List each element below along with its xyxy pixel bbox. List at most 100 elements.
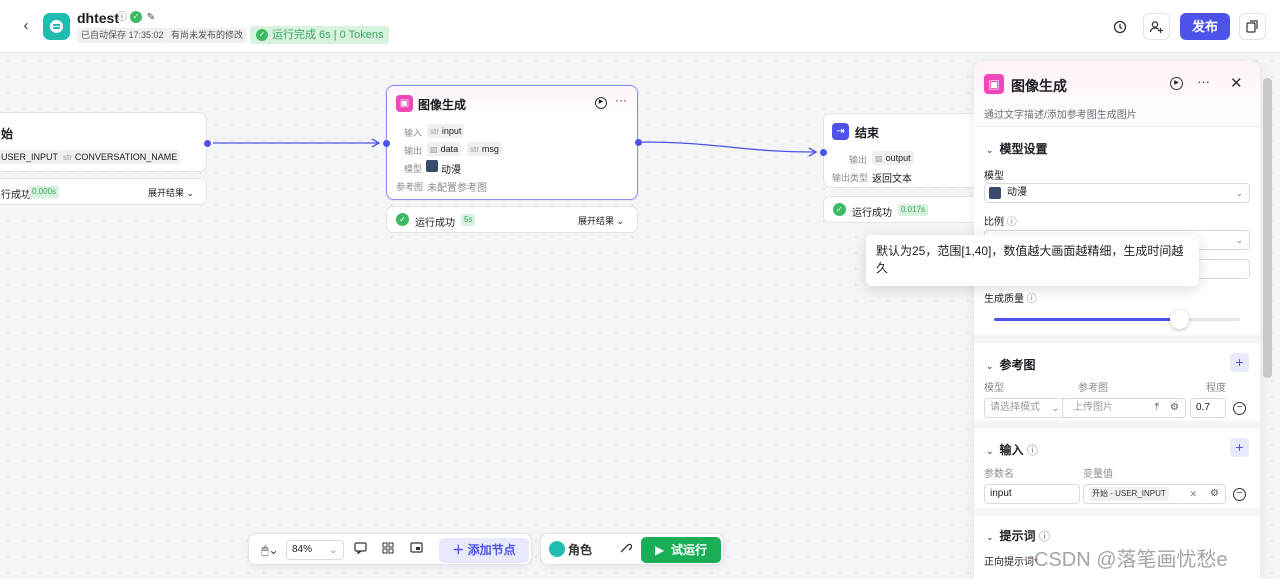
ref-upload-input[interactable]: 上传图片 ⤒⚙ (1062, 398, 1186, 418)
panel-description: 通过文字描述/添加参考图生成图片 (984, 110, 1137, 121)
model-select[interactable]: 动漫⌄ (984, 183, 1250, 203)
chevron-down-icon: ⌄ (986, 446, 994, 456)
success-check-icon: ✓ (256, 29, 268, 41)
quality-tooltip: 默认为25，范围[1,40]，数值越大画面越精细，生成时间越久 (866, 235, 1199, 286)
check-icon: ✓ (130, 11, 142, 23)
end-result-text: 运行成功 (852, 208, 892, 219)
chevron-down-icon: ⌄ (1235, 188, 1243, 198)
end-node[interactable]: ⇥ 结束 输出 ▨output 输出类型 返回文本 (823, 113, 993, 188)
input-section[interactable]: ⌄输入 ⓘ (986, 443, 1038, 457)
role-avatar-icon (549, 541, 565, 557)
mouse-mode-icon[interactable]: 🖱⌄ (261, 543, 279, 557)
expand-results-link[interactable]: 展开结果 ⌄ (578, 216, 625, 226)
chevron-down-icon: ⌄ (986, 361, 994, 371)
end-output-label: 输出 (849, 155, 868, 165)
close-icon[interactable]: ✕ (1230, 75, 1243, 92)
param-name-input[interactable]: input (984, 484, 1080, 504)
app-logo (43, 13, 70, 40)
info-icon: ⓘ (1038, 531, 1050, 543)
image-result-card[interactable]: ✓ 运行成功 5s 展开结果 ⌄ (386, 206, 638, 233)
success-check-icon: ✓ (833, 203, 846, 216)
end-icon: ⇥ (832, 123, 849, 140)
var-value-select[interactable]: 开始 - USER_INPUT ✕ ⚙ (1083, 484, 1226, 504)
upload-icon: ⤒ (1154, 402, 1159, 413)
image-generation-icon: ▣ (396, 95, 413, 112)
end-node-title: 结束 (855, 126, 880, 140)
info-icon[interactable]: ⓘ (117, 12, 127, 23)
history-icon[interactable] (1106, 13, 1133, 40)
plus-icon: ＋ (452, 543, 465, 557)
end-result-time: 0.017s (898, 204, 929, 216)
publish-button[interactable]: 发布 (1180, 13, 1230, 40)
reference-image-value: 未配置参考图 (427, 183, 487, 194)
start-result-text: 行成功 (1, 190, 31, 201)
start-result-card[interactable]: 行成功 0.000s 展开结果 ⌄ (0, 178, 207, 205)
panel-scrollbar[interactable] (1263, 78, 1272, 378)
model-value: 动漫 (441, 165, 461, 176)
add-input-button[interactable]: + (1230, 438, 1249, 457)
zoom-select[interactable]: 84%⌄ (286, 540, 344, 560)
watermark: CSDN @落笔画忧愁e (1034, 549, 1228, 571)
ratio-label: 比例 ⓘ (984, 217, 1017, 228)
copy-icon[interactable] (1239, 13, 1266, 40)
comment-icon[interactable] (350, 538, 370, 562)
remove-reference-icon[interactable]: − (1233, 402, 1246, 415)
end-result-card[interactable]: ✓ 运行成功 0.017s (823, 196, 993, 223)
role-button[interactable]: 角色 (549, 538, 599, 562)
quality-slider-track[interactable] (994, 310, 1240, 329)
model-field-label: 模型 (984, 171, 1004, 182)
ref-model-select[interactable]: 请选择模式⌄ (984, 398, 1066, 418)
play-icon: ▶ (655, 543, 665, 557)
reference-image-section[interactable]: ⌄参考图 (986, 358, 1036, 372)
debug-tools-icon[interactable] (615, 538, 635, 562)
ref-degree-input[interactable]: 0.7 (1190, 398, 1226, 418)
remove-input-icon[interactable]: − (1233, 488, 1246, 501)
expand-results-link[interactable]: 展开结果 ⌄ (148, 188, 195, 198)
start-result-time: 0.000s (29, 186, 60, 198)
chevron-down-icon: ⌄ (1051, 403, 1059, 413)
chevron-down-icon: ⌄ (329, 545, 337, 555)
section-divider (974, 421, 1260, 429)
quality-slider-thumb[interactable] (1169, 310, 1189, 329)
more-options-icon[interactable]: ··· (615, 93, 627, 107)
test-run-button[interactable]: ▶ 试运行 (641, 537, 721, 563)
top-bar: ‹ dhtest ⓘ ✓ ✎ 已自动保存 17:35:02 有尚未发布的修改 ✓… (0, 0, 1280, 53)
quality-slider-fill (994, 318, 1179, 321)
start-param-user-input: USER_INPUT (0, 150, 62, 164)
app-title: dhtest (77, 10, 119, 26)
model-settings-section[interactable]: ⌄模型设置 (986, 142, 1048, 156)
input-label: 输入 (404, 128, 423, 138)
edit-icon[interactable]: ✎ (146, 12, 156, 23)
collaborators-icon[interactable] (1143, 13, 1170, 40)
clear-icon: ✕ (1189, 489, 1197, 499)
add-node-button[interactable]: ＋ 添加节点 (439, 538, 529, 563)
node-settings-panel: ▣ 图像生成 ▶ ··· ✕ 通过文字描述/添加参考图生成图片 ⌄模型设置 模型… (974, 61, 1260, 579)
end-input-port[interactable] (820, 149, 827, 156)
end-output-type-value: 返回文本 (872, 174, 912, 185)
run-status-chip[interactable]: ✓ 运行完成 6s | 0 Tokens (250, 26, 390, 44)
add-reference-button[interactable]: + (1230, 353, 1249, 372)
ref-col-image: 参考图 (1078, 383, 1108, 394)
var-value-tag: 开始 - USER_INPUT (1089, 487, 1169, 501)
model-label: 模型 (404, 164, 423, 174)
end-output-type-label: 输出类型 (832, 173, 869, 183)
positive-prompt-label: 正向提示词* (984, 557, 1038, 568)
auto-layout-icon[interactable] (378, 538, 398, 562)
ref-col-model: 模型 (984, 383, 1004, 394)
run-node-icon[interactable]: ▶ (595, 97, 607, 109)
minimap-icon[interactable] (406, 538, 426, 562)
image-result-time: 5s (461, 214, 476, 226)
model-avatar (989, 187, 1001, 199)
back-arrow-icon[interactable]: ‹ (23, 17, 29, 34)
image-output-port[interactable] (635, 139, 642, 146)
run-node-icon[interactable]: ▶ (1170, 77, 1183, 90)
start-output-port[interactable] (204, 140, 211, 147)
prompt-section[interactable]: ⌄提示词 ⓘ (986, 529, 1050, 543)
more-options-icon[interactable]: ··· (1197, 74, 1210, 89)
gear-icon: ⚙ (1210, 488, 1219, 499)
image-input-port[interactable] (383, 140, 390, 147)
